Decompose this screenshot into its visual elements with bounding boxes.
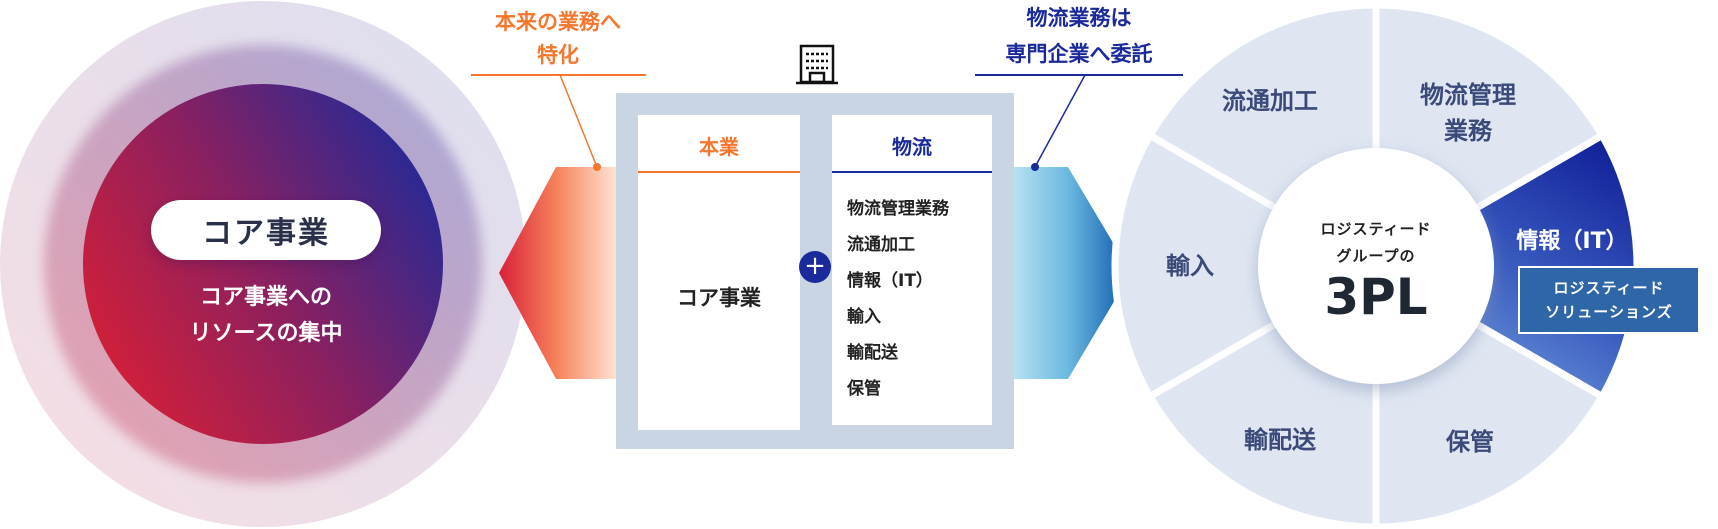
wheel-segment [1111, 130, 1383, 402]
logistics-list: 物流管理業務 流通加工 情報（IT） 輸入 輸配送 保管 [847, 191, 949, 407]
list-item: 流通加工 [847, 235, 915, 255]
segment-management-line2: 業務 [1444, 117, 1492, 145]
center-circle [1258, 148, 1494, 384]
list-item: 輸入 [847, 307, 881, 327]
blue-callout: 物流業務は 専門企業へ委託 [1006, 0, 1153, 72]
blue-arrow [992, 167, 1131, 379]
core-panel-body: コア事業 [677, 286, 761, 310]
core-circle [83, 84, 443, 444]
orange-dot [593, 163, 601, 171]
blue-callout-line1: 物流業務は [1026, 6, 1132, 30]
segment-label-management: 物流管理 業務 [1420, 77, 1516, 149]
blue-dot [1031, 163, 1039, 171]
orange-callout-line2: 特化 [537, 43, 579, 67]
orange-callout: 本来の業務へ 特化 [495, 6, 621, 72]
segment-label-storage: 保管 [1446, 428, 1494, 456]
center-line2: グループの [1336, 247, 1416, 265]
core-business-pill: コア事業 [151, 200, 381, 260]
solutions-box: ロジスティード ソリューションズ [1518, 266, 1700, 334]
solutions-line1: ロジスティード [1553, 279, 1665, 297]
segment-label-it: 情報（IT） [1516, 229, 1628, 254]
core-focus-line2: リソースの集中 [189, 321, 343, 346]
center-line1: ロジスティード [1320, 220, 1432, 238]
segment-label-processing: 流通加工 [1222, 87, 1318, 115]
segment-label-delivery: 輸配送 [1244, 426, 1316, 454]
orange-callout-line1: 本来の業務へ [495, 10, 621, 34]
list-item: 物流管理業務 [847, 199, 949, 219]
logistics-panel-header: 物流 [892, 135, 932, 159]
center-text: ロジスティード グループの [1320, 216, 1431, 270]
solutions-line2: ソリューションズ [1545, 303, 1673, 321]
orange-arrow [499, 167, 616, 379]
list-item: 情報（IT） [847, 271, 933, 291]
core-panel-header: 本業 [699, 135, 739, 159]
blue-callout-line2: 専門企業へ委託 [1005, 42, 1153, 66]
list-item: 保管 [847, 379, 881, 399]
core-panel: 本業 コア事業 [638, 115, 800, 430]
building-icon [796, 44, 838, 85]
list-item: 輸配送 [847, 343, 898, 363]
segment-label-import: 輸入 [1166, 252, 1214, 280]
core-focus-text: コア事業への リソースの集中 [190, 280, 343, 352]
center-3pl: 3PL [1324, 268, 1428, 326]
logistics-panel: 物流 物流管理業務 流通加工 情報（IT） 輸入 輸配送 保管 [832, 115, 992, 425]
core-focus-line1: コア事業への [199, 285, 332, 310]
plus-icon: + [799, 251, 831, 283]
segment-management-line1: 物流管理 [1420, 81, 1516, 109]
